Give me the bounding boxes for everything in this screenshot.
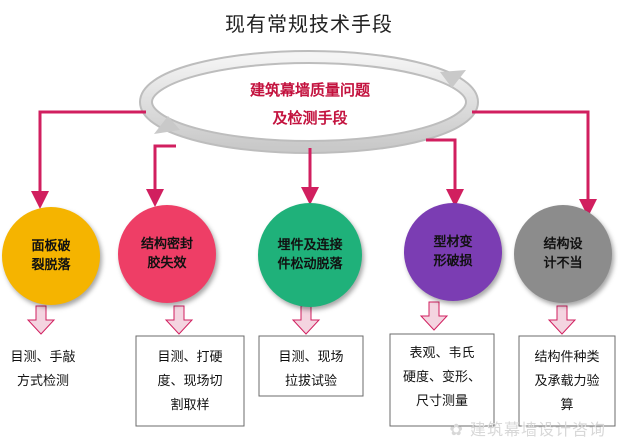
problem-label-3: 埋件及连接 件松动脱落 [277, 238, 343, 272]
center-line-2: 及检测手段 [272, 109, 348, 127]
arrow-to-problem-1 [31, 110, 146, 209]
problem-label-4: 型材变 形破损 [433, 235, 473, 269]
method-box-border-3 [258, 335, 364, 397]
problem-circle-profile-deform: 型材变 形破损 [404, 203, 502, 301]
down-arrow-1 [26, 305, 56, 335]
method-box-border-2 [135, 335, 245, 427]
down-arrow-5 [547, 305, 577, 335]
problem-label-5: 结构设 计不当 [543, 237, 583, 271]
arrow-to-problem-5 [472, 110, 597, 217]
problem-circle-design-fault: 结构设 计不当 [514, 205, 612, 303]
problem-circle-sealant-failure: 结构密封 胶失效 [118, 205, 216, 303]
method-text-1: 目测、手敲 方式检测 [10, 350, 76, 389]
cycle-arrowhead-right [440, 70, 466, 88]
down-arrow-3 [291, 305, 321, 335]
center-line-1: 建筑幕墙质量问题 [249, 81, 370, 99]
watermark-icon: ✿ [449, 420, 464, 439]
method-text-4: 表观、韦氏 硬度、变形、 尺寸测量 [402, 346, 481, 409]
page-title: 现有常规技术手段 [225, 12, 393, 36]
method-text-2: 目测、打硬 度、现场切 割取样 [157, 350, 223, 413]
down-arrow-4 [419, 301, 449, 331]
cycle-ring [139, 50, 479, 154]
method-text-5: 结构件种类 及承载力验 算 [534, 350, 600, 413]
problem-circle-panel-crack: 面板破 裂脱落 [2, 207, 100, 305]
arrow-to-problem-2 [146, 144, 176, 207]
problem-circle-anchor-loose: 埋件及连接 件松动脱落 [258, 203, 362, 307]
center-label: 建筑幕墙质量问题 及检测手段 [215, 76, 405, 132]
method-box-border-4 [389, 333, 495, 427]
problem-label-2: 结构密封 胶失效 [140, 237, 193, 271]
problem-label-1: 面板破 裂脱落 [31, 239, 71, 273]
method-box-border-5 [518, 335, 616, 427]
arrow-to-problem-4 [426, 138, 464, 207]
down-arrow-2 [164, 305, 194, 335]
cycle-arrowhead-left [154, 116, 180, 134]
method-text-3: 目测、现场 拉拔试验 [278, 350, 344, 389]
watermark: ✿ 建筑幕墙设计咨询 [449, 416, 606, 440]
watermark-text: 建筑幕墙设计咨询 [469, 420, 606, 439]
